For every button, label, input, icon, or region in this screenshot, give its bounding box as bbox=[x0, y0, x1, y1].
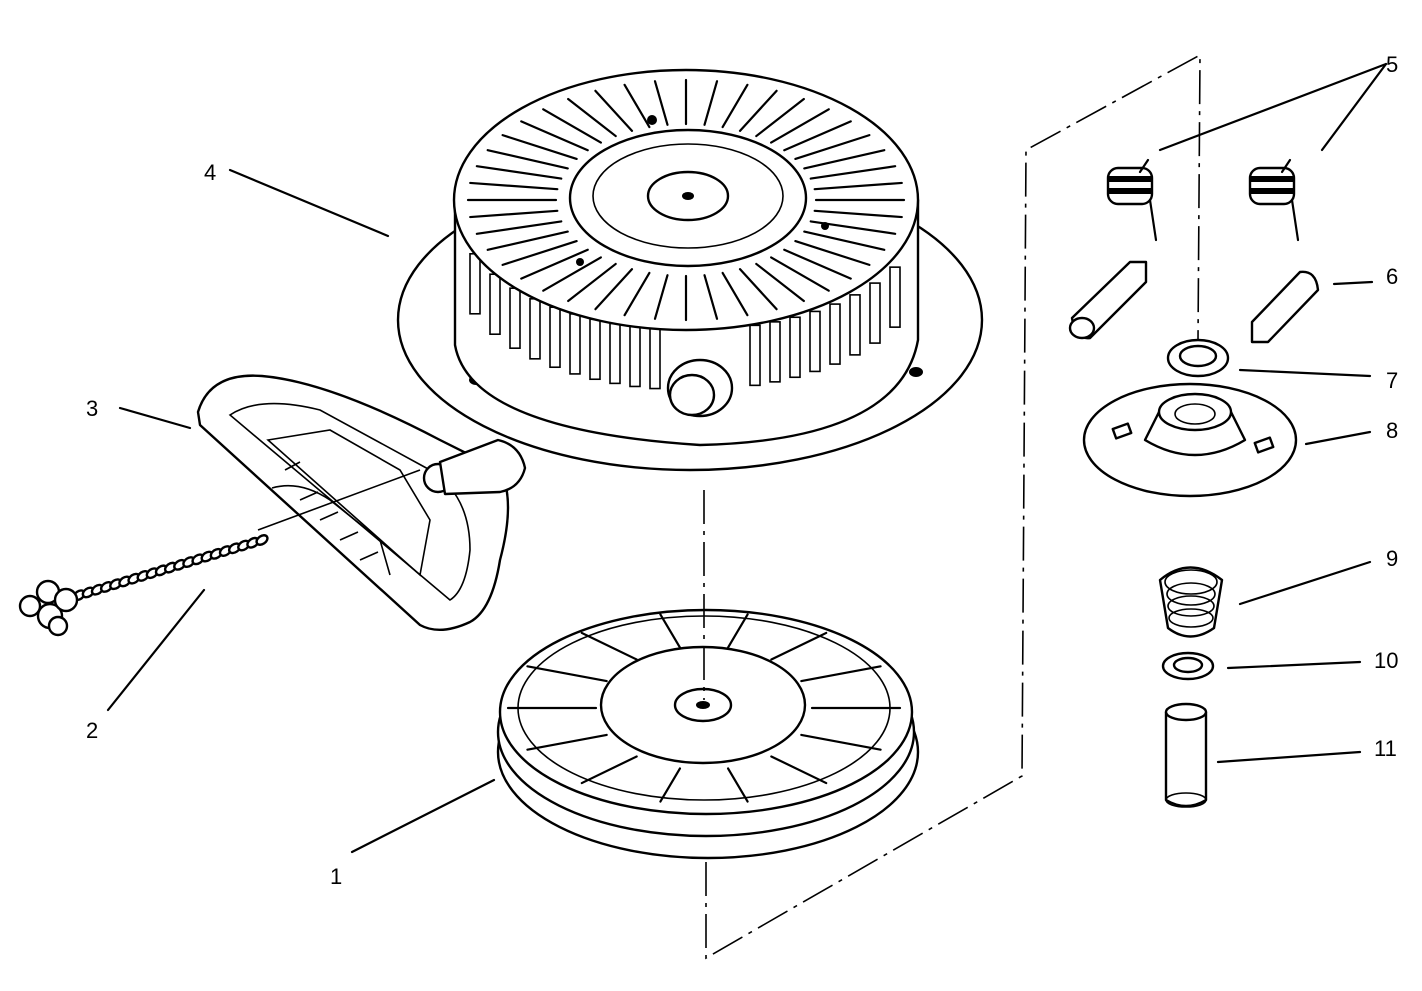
part-pulley bbox=[496, 608, 920, 860]
callout-5: 5 bbox=[1386, 52, 1398, 77]
housing-vent-slot bbox=[623, 271, 651, 317]
housing-vent-slot bbox=[486, 230, 569, 251]
housing-side-slot bbox=[889, 266, 901, 328]
callout-6: 6 bbox=[1386, 264, 1398, 289]
housing-side-slot bbox=[869, 282, 881, 344]
housing-vent-slot bbox=[475, 220, 563, 235]
callout-labels: 1 2 3 4 5 6 7 8 9 10 11 bbox=[86, 52, 1398, 889]
pulley-spoke bbox=[580, 755, 638, 785]
housing-vent-slot bbox=[486, 149, 569, 170]
callout-10: 10 bbox=[1374, 648, 1398, 673]
housing-vent-slot bbox=[542, 256, 602, 292]
pulley-spoke bbox=[526, 665, 608, 683]
pulley-spoke bbox=[659, 767, 682, 803]
housing-vent-slot bbox=[567, 97, 617, 138]
housing-vent-slot bbox=[813, 181, 903, 191]
housing-vent-slot bbox=[475, 165, 563, 180]
part-center-shaft bbox=[1164, 702, 1208, 808]
housing-vent-slot bbox=[721, 271, 749, 317]
housing-vent-slot bbox=[809, 165, 897, 180]
housing-vent-slot bbox=[783, 248, 852, 280]
pulley-spoke bbox=[726, 767, 749, 803]
callout-3: 3 bbox=[86, 396, 98, 421]
housing-vent-slot bbox=[469, 181, 559, 191]
housing-vent-slot bbox=[803, 149, 886, 170]
part-starter-rope bbox=[18, 469, 421, 637]
housing-vent-slot bbox=[738, 268, 778, 311]
housing-vent-slot bbox=[770, 108, 830, 144]
housing-side-slot bbox=[789, 316, 801, 379]
callout-9: 9 bbox=[1386, 546, 1398, 571]
pulley-spoke bbox=[726, 613, 749, 649]
housing-side-slot bbox=[849, 294, 861, 356]
housing-vent-slot bbox=[594, 89, 634, 132]
rope-twist bbox=[255, 534, 269, 546]
housing-vent-slot bbox=[542, 108, 602, 144]
housing-vent-slot bbox=[803, 230, 886, 251]
housing-vent-slot bbox=[813, 209, 903, 219]
pulley-spoke bbox=[770, 755, 828, 785]
housing-vent-slot bbox=[703, 274, 719, 320]
housing-vent-slot bbox=[721, 83, 749, 129]
part-pawl-springs bbox=[1106, 158, 1300, 242]
housing-vent-slot bbox=[653, 80, 669, 126]
part-center-spring bbox=[1158, 566, 1224, 638]
housing-vent-slot bbox=[469, 209, 559, 219]
pulley-spoke bbox=[526, 733, 608, 751]
housing-vent-slot bbox=[770, 256, 830, 292]
housing-vent-slot bbox=[653, 274, 669, 320]
housing-vent-slot bbox=[623, 83, 651, 129]
housing-side-slot bbox=[829, 303, 841, 365]
housing-vent-slot bbox=[794, 134, 871, 161]
pulley-spoke bbox=[800, 665, 882, 683]
callout-7: 7 bbox=[1386, 368, 1398, 393]
housing-vent-slot bbox=[755, 97, 805, 138]
housing-vent-slot bbox=[520, 248, 589, 280]
callout-1: 1 bbox=[330, 864, 342, 889]
housing-vent-slot bbox=[520, 120, 589, 152]
housing-vent-slot bbox=[755, 262, 805, 303]
callout-2: 2 bbox=[86, 718, 98, 743]
pulley-spoke bbox=[770, 631, 828, 661]
pulley-spoke bbox=[800, 733, 882, 751]
housing-vent-slot bbox=[501, 134, 578, 161]
part-pawls bbox=[1068, 260, 1320, 344]
housing-side-slot bbox=[809, 310, 821, 373]
housing-vent-slot bbox=[794, 239, 871, 266]
part-washer-lower bbox=[1161, 651, 1215, 681]
part-starter-housing bbox=[396, 68, 984, 472]
part-washer-upper bbox=[1166, 338, 1230, 378]
callout-11: 11 bbox=[1374, 736, 1397, 761]
housing-vent-slot bbox=[703, 80, 719, 126]
callout-8: 8 bbox=[1386, 418, 1398, 443]
part-starter-handle bbox=[196, 374, 527, 631]
leader-lines bbox=[106, 62, 1388, 854]
housing-vent-slot bbox=[567, 262, 617, 303]
housing-vent-slot bbox=[783, 120, 852, 152]
housing-vent-slot bbox=[501, 239, 578, 266]
callout-4: 4 bbox=[204, 160, 216, 185]
housing-side-slot bbox=[769, 321, 781, 383]
part-retainer-plate bbox=[1082, 382, 1298, 498]
housing-vent-slot bbox=[594, 268, 634, 311]
pulley-spoke bbox=[580, 631, 638, 661]
assembly-phantom-lines bbox=[703, 53, 1201, 960]
housing-vent-slot bbox=[738, 89, 778, 132]
pulley-spoke bbox=[659, 613, 682, 649]
